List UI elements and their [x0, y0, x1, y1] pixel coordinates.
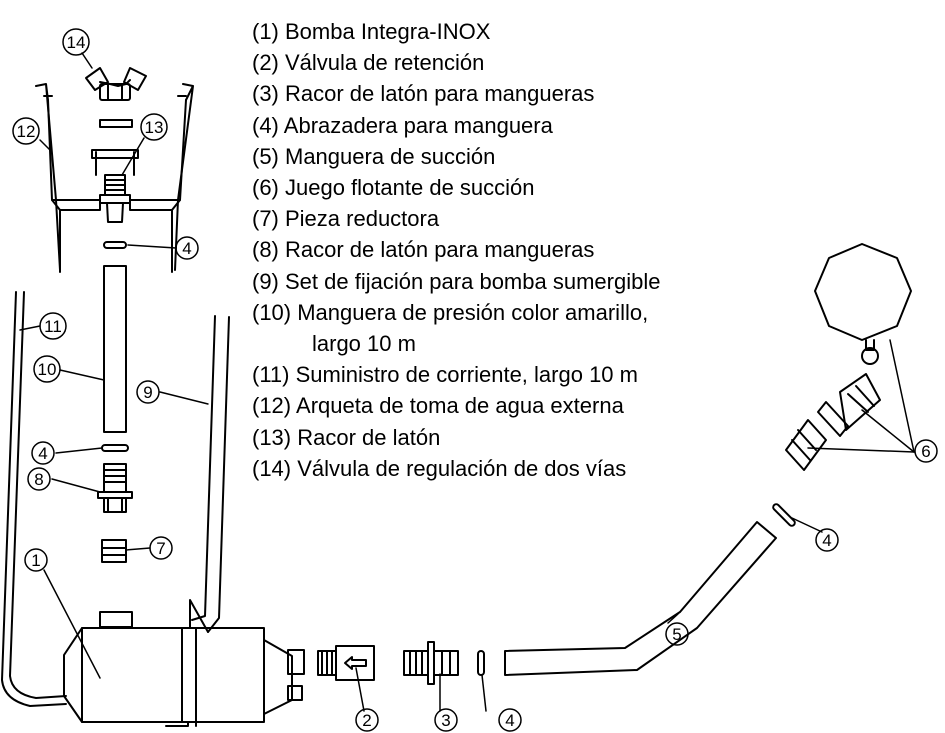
legend-item-11: (11) Suministro de corriente, largo 10 m [252, 362, 638, 388]
legend-item-7: (7) Pieza reductora [252, 206, 440, 232]
svg-text:6: 6 [921, 442, 930, 461]
callout-8: 8 [27, 467, 51, 491]
mounting-strap [191, 315, 230, 633]
svg-text:1: 1 [31, 551, 40, 570]
svg-text:5: 5 [672, 625, 681, 644]
legend-item-2: (2) Válvula de retención [252, 50, 485, 76]
parts-legend: (1) Bomba Integra-INOX (2) Válvula de re… [252, 16, 660, 484]
callout-13: 13 [140, 113, 168, 141]
callout-10: 10 [33, 355, 61, 383]
svg-text:4: 4 [822, 531, 831, 550]
callout-12: 12 [12, 117, 40, 145]
svg-text:10: 10 [38, 360, 57, 379]
brass-fitting-top-seal [99, 119, 133, 128]
svg-text:9: 9 [143, 383, 152, 402]
legend-item-12: (12) Arqueta de toma de agua externa [252, 393, 624, 419]
power-cable [1, 291, 67, 707]
legend-item-10-continued: largo 10 m [312, 331, 416, 357]
legend-item-6: (6) Juego flotante de succión [252, 175, 535, 201]
water-intake-box [35, 83, 194, 273]
callouts: 14 12 13 4 11 10 9 4 8 7 1 2 3 4 5 4 6 [12, 28, 938, 732]
svg-text:8: 8 [34, 470, 43, 489]
legend-item-13: (13) Racor de latón [252, 424, 441, 450]
callout-11: 11 [39, 312, 67, 340]
suction-hose [504, 521, 777, 676]
callout-1: 1 [24, 548, 48, 572]
hose-clamp-bottom [477, 650, 485, 676]
legend-item-4: (4) Abrazadera para manguera [252, 112, 553, 138]
check-valve [317, 645, 375, 681]
callout-4-bottom: 4 [498, 708, 522, 732]
callout-14: 14 [62, 28, 90, 56]
svg-text:14: 14 [67, 33, 86, 52]
legend-item-3: (3) Racor de latón para mangueras [252, 81, 595, 107]
svg-text:7: 7 [156, 539, 165, 558]
legend-item-1: (1) Bomba Integra-INOX [252, 19, 491, 44]
callout-4-middle: 4 [31, 441, 55, 465]
callout-2: 2 [355, 708, 379, 732]
brass-hose-fitting-3 [403, 641, 459, 685]
floating-suction-set [785, 243, 912, 471]
svg-text:4: 4 [182, 239, 191, 258]
svg-text:4: 4 [505, 711, 514, 730]
two-way-valve [85, 67, 147, 101]
brass-hose-connector-8 [97, 463, 133, 513]
pressure-hose [103, 265, 127, 433]
callout-5: 5 [665, 622, 689, 646]
callout-7: 7 [149, 536, 173, 560]
legend-item-10: (10) Manguera de presión color amarillo, [252, 299, 649, 325]
svg-text:4: 4 [38, 444, 47, 463]
callout-4-float: 4 [815, 528, 839, 552]
svg-text:2: 2 [362, 711, 371, 730]
svg-text:13: 13 [145, 118, 164, 137]
hose-clamp-middle [101, 444, 129, 452]
hose-clamp-top [103, 241, 127, 249]
leader-lines [19, 52, 915, 712]
svg-text:11: 11 [44, 317, 62, 336]
callout-3: 3 [434, 708, 458, 732]
svg-text:3: 3 [441, 711, 450, 730]
callout-9: 9 [136, 380, 160, 404]
legend-item-8: (8) Racor de latón para mangueras [252, 237, 595, 263]
legend-item-5: (5) Manguera de succión [252, 143, 496, 169]
legend-item-14: (14) Válvula de regulación de dos vías [252, 455, 627, 481]
hose-clamp-float [772, 503, 796, 527]
svg-text:12: 12 [17, 122, 36, 141]
callout-4-top: 4 [175, 236, 199, 260]
legend-item-9: (9) Set de fijación para bomba sumergibl… [252, 268, 661, 294]
brass-fitting-13 [99, 174, 131, 223]
reducer-piece [101, 539, 127, 563]
integra-inox-pump [63, 599, 305, 727]
callout-6: 6 [914, 439, 938, 463]
